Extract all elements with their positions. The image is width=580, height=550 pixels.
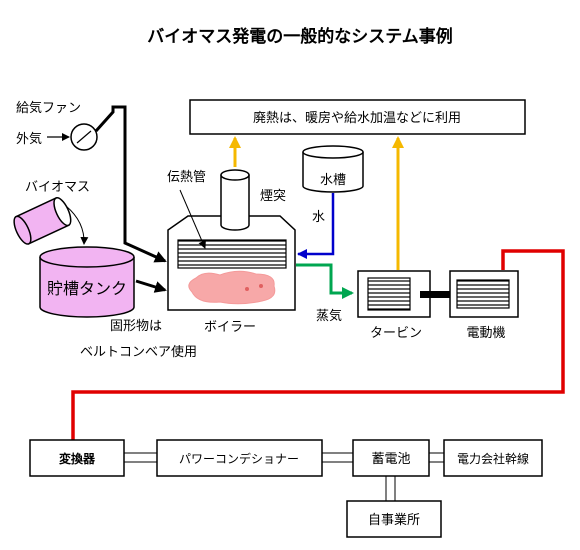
air-duct-line [94, 105, 167, 263]
chimney [220, 169, 250, 231]
power-conditioner-label: パワーコンデショナー [179, 451, 299, 466]
biomass-label: バイオマス [25, 180, 90, 195]
conveyor-label-2: ベルトコンベア使用 [80, 344, 197, 360]
grid-line-label: 電力会社幹線 [457, 451, 529, 466]
fan-label: 給気ファン [16, 100, 81, 116]
battery-label: 蓄電池 [371, 452, 410, 467]
flame-dot [245, 287, 249, 291]
chimney-label: 煙突 [260, 188, 286, 204]
grid-line-box [443, 439, 543, 477]
converter-box [29, 439, 125, 477]
boiler-label: ボイラー [204, 320, 256, 335]
waste-heat-label: 廃熱は、暖房や給水加温などに利用 [253, 110, 461, 126]
power-line [71, 249, 565, 440]
heat-tube-label: 伝熱管 [167, 170, 206, 185]
motor-label: 電動機 [466, 326, 505, 341]
motor-core [456, 279, 510, 309]
storage-tank [39, 246, 135, 318]
steam-label: 蒸気 [316, 308, 342, 324]
turbine-core [367, 277, 411, 311]
heat-tube-pointer [179, 189, 206, 249]
water-tank-label: 水槽 [320, 173, 346, 188]
own-facility-label: 自事業所 [368, 512, 420, 528]
battery-box [352, 439, 430, 477]
fan-blade [76, 130, 92, 144]
own-facility-box [346, 500, 442, 538]
water-tank [302, 145, 364, 193]
turbine-label: タービン [370, 326, 422, 341]
conveyor-arrow [135, 279, 167, 293]
boiler-flame [188, 270, 276, 305]
waste-heat-box [189, 99, 526, 135]
steam-line [296, 263, 354, 299]
heat-tube-bank [177, 239, 287, 269]
biomass-drop-arrow [65, 205, 89, 245]
diagram-title: バイオマス発電の一般的なシステム事例 [147, 26, 453, 47]
shaft [420, 291, 458, 298]
biomass-bucket-icon [13, 197, 72, 245]
converter-label: 変換器 [59, 451, 96, 466]
storage-tank-label: 貯槽タンク [47, 279, 127, 298]
power-conditioner-box [156, 439, 323, 477]
outside-air-label: 外気 [16, 131, 42, 147]
water-line [297, 193, 335, 259]
conveyor-label-1: 固形物は [110, 319, 162, 334]
flame-dot [259, 284, 263, 288]
water-label: 水 [312, 210, 325, 225]
